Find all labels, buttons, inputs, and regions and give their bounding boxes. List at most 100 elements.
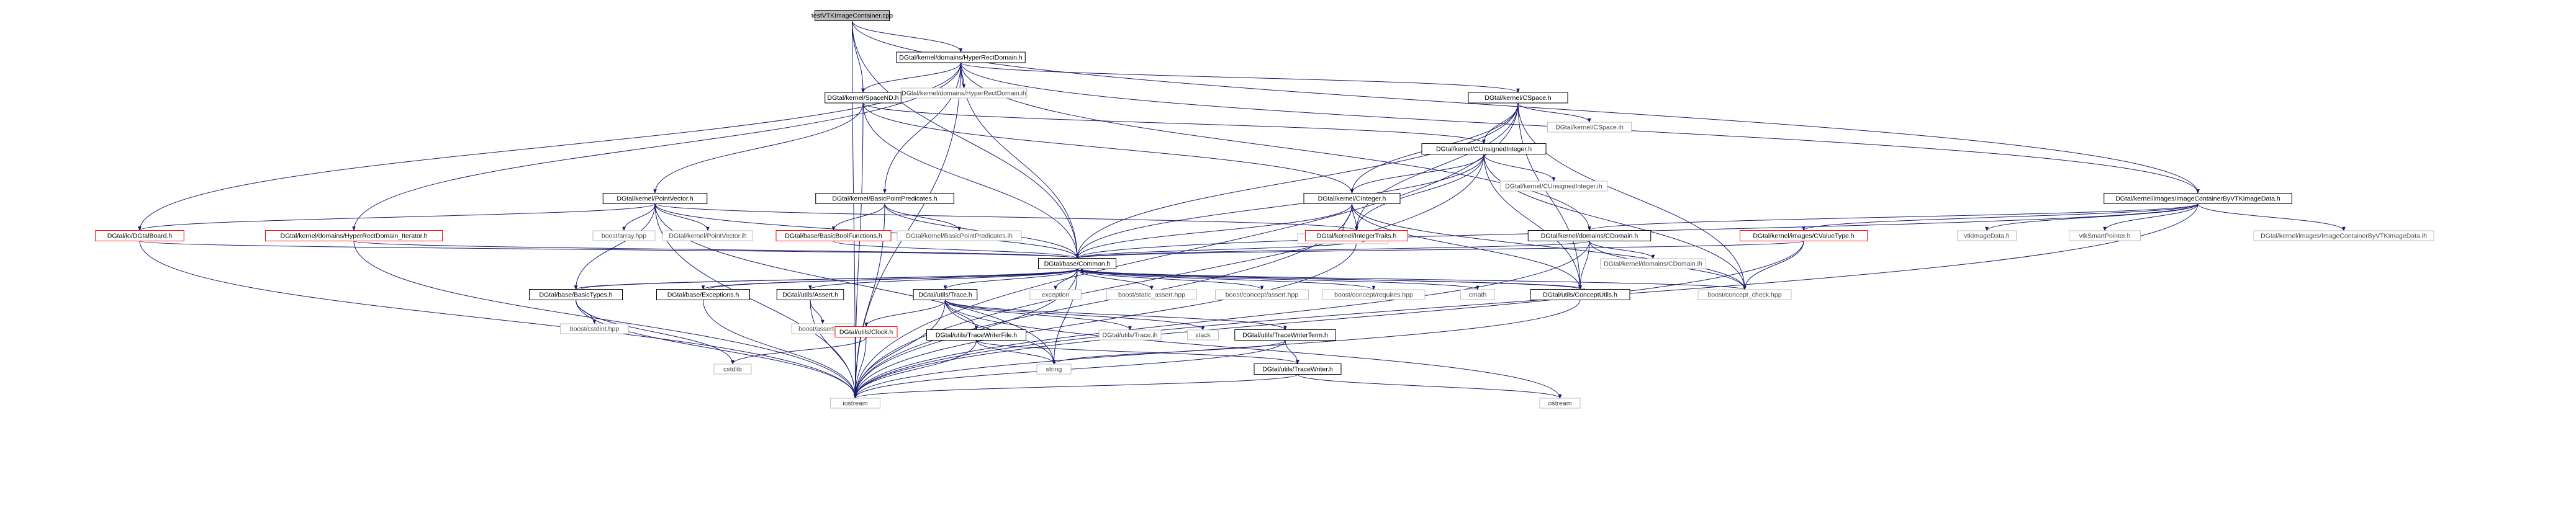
edge-cvaluetype-to-conceptcheck: [1743, 241, 1804, 290]
edge-board-to-iostream: [139, 241, 857, 399]
edge-pointvec-to-board: [138, 203, 656, 231]
node-inttraits[interactable]: DGtal/kernel/IntegerTraits.h: [1305, 230, 1408, 241]
edge-cvaluetype-to-common: [1075, 241, 1804, 259]
node-label-tw: DGtal/utils/TraceWriter.h: [1262, 366, 1333, 373]
edge-cuint-to-cint: [1350, 154, 1485, 194]
node-box-icbvtkih: [2253, 230, 2434, 241]
node-traceih: DGtal/utils/Trace.ih: [1098, 329, 1162, 341]
node-label-inttraits: DGtal/kernel/IntegerTraits.h: [1317, 233, 1397, 240]
node-spacend[interactable]: DGtal/kernel/SpaceND.h: [825, 92, 902, 104]
edge-cspace-to-common: [1075, 102, 1519, 259]
node-label-cuint: DGtal/kernel/CUnsignedInteger.h: [1436, 146, 1532, 153]
node-icbvtk[interactable]: DGtal/kernel/images/ImageContainerByVTKI…: [2104, 193, 2292, 204]
edge-common-to-staticassert: [1077, 269, 1154, 290]
node-boolfn[interactable]: DGtal/base/BasicBoolFunctions.h: [775, 230, 892, 241]
edge-cvaluetype-to-iostream: [853, 241, 1804, 399]
node-cvaluetype[interactable]: DGtal/kernel/images/CValueType.h: [1740, 230, 1868, 241]
node-label-icbvtk: DGtal/kernel/images/ImageContainerByVTKI…: [2115, 195, 2280, 203]
node-conceptutils[interactable]: DGtal/utils/ConceptUtils.h: [1530, 289, 1630, 300]
edge-pointvec-to-basictypes: [574, 203, 656, 290]
edge-bpp-to-boolfn: [831, 203, 885, 231]
node-box-pointvec: [602, 193, 708, 204]
node-label-cmath: cmath: [1469, 292, 1487, 299]
edge-common-to-trace: [943, 269, 1078, 290]
edge-inttraits-to-common: [1075, 241, 1357, 259]
node-box-spacend: [825, 92, 902, 104]
node-staticassert: boost/static_assert.hpp: [1106, 289, 1197, 300]
node-basictypes[interactable]: DGtal/base/BasicTypes.h: [529, 289, 623, 300]
node-cint[interactable]: DGtal/kernel/CInteger.h: [1303, 193, 1401, 204]
edge-exceptions-to-iostream: [703, 300, 857, 399]
node-box-vtksmart: [2069, 230, 2141, 241]
node-box-cstdlib: [713, 363, 752, 375]
edge-trace-to-ostream: [945, 300, 1562, 399]
node-box-clock: [834, 326, 898, 337]
node-common[interactable]: DGtal/base/Common.h: [1038, 258, 1116, 269]
node-cuint[interactable]: DGtal/kernel/CUnsignedInteger.h: [1421, 143, 1547, 154]
node-label-cspaceih: DGtal/kernel/CSpace.ih: [1555, 124, 1624, 132]
node-box-hrd: [896, 51, 1026, 63]
node-label-conceptutils: DGtal/utils/ConceptUtils.h: [1543, 292, 1617, 299]
node-label-pointvec: DGtal/kernel/PointVector.h: [617, 195, 693, 203]
edge-root-to-icbvtk: [852, 20, 2200, 194]
node-assert[interactable]: DGtal/utils/Assert.h: [776, 289, 844, 300]
edge-trace-to-stack: [945, 300, 1205, 331]
node-box-bpp: [815, 193, 954, 204]
node-box-traceih: [1098, 329, 1162, 341]
edge-assert-to-iostream: [810, 300, 857, 399]
node-cdomain[interactable]: DGtal/kernel/domains/CDomain.h: [1527, 230, 1652, 241]
node-exceptions[interactable]: DGtal/base/Exceptions.h: [656, 289, 750, 300]
edge-trace-to-twterm: [945, 300, 1287, 331]
node-hrditer[interactable]: DGtal/kernel/domains/HyperRectDomain_Ite…: [265, 230, 443, 241]
node-hrd[interactable]: DGtal/kernel/domains/HyperRectDomain.h: [896, 51, 1026, 63]
node-pointvec[interactable]: DGtal/kernel/PointVector.h: [602, 193, 708, 204]
node-cspace[interactable]: DGtal/kernel/CSpace.h: [1468, 92, 1568, 104]
node-label-bpp: DGtal/kernel/BasicPointPredicates.h: [832, 195, 937, 203]
edge-twfile-to-iostream: [853, 340, 977, 399]
node-stack: stack: [1187, 329, 1219, 341]
node-label-cvaluetype: DGtal/kernel/images/CValueType.h: [1753, 233, 1854, 240]
node-label-assert: DGtal/utils/Assert.h: [782, 292, 838, 299]
node-tw[interactable]: DGtal/utils/TraceWriter.h: [1254, 363, 1342, 375]
node-box-cint: [1303, 193, 1401, 204]
edge-hrd-to-board: [138, 62, 961, 231]
node-box-icbvtk: [2104, 193, 2292, 204]
edge-basictypes-to-cstdlib: [576, 300, 734, 365]
edge-pointvec-to-inttraits: [654, 203, 1358, 231]
node-box-trace: [913, 289, 978, 300]
edge-cspace-to-inttraits: [1355, 102, 1519, 231]
node-string: string: [1036, 363, 1072, 375]
node-bpp[interactable]: DGtal/kernel/BasicPointPredicates.h: [815, 193, 954, 204]
node-vtksmart: vtkSmartPointer.h: [2069, 230, 2141, 241]
node-iostream: iostream: [830, 398, 880, 409]
node-board[interactable]: DGtal/io/DGtalBoard.h: [95, 230, 184, 241]
node-icbvtkih: DGtal/kernel/images/ImageContainerByVTKI…: [2253, 230, 2434, 241]
edge-cspace-to-cspaceih: [1517, 102, 1591, 123]
node-twfile[interactable]: DGtal/utils/TraceWriterFile.h: [926, 329, 1026, 341]
node-root[interactable]: testVTKImageContainer.cpp: [811, 10, 893, 21]
node-twterm[interactable]: DGtal/utils/TraceWriterTerm.h: [1234, 329, 1336, 341]
node-box-conceptutils: [1530, 289, 1630, 300]
edge-twfile-to-string: [976, 340, 1056, 365]
node-trace[interactable]: DGtal/utils/Trace.h: [913, 289, 978, 300]
node-box-iostream: [830, 398, 880, 409]
edge-root-to-spacend: [852, 20, 865, 93]
node-label-vtksmart: vtkSmartPointer.h: [2079, 233, 2131, 240]
node-clock[interactable]: DGtal/utils/Clock.h: [834, 326, 898, 337]
node-label-cdomainih: DGtal/kernel/domains/CDomain.ih: [1604, 261, 1702, 268]
edge-basictypes-to-common: [581, 268, 1084, 290]
node-box-conceptassert: [1215, 289, 1309, 300]
node-box-cvaluetype: [1740, 230, 1868, 241]
node-label-cint: DGtal/kernel/CInteger.h: [1318, 195, 1386, 203]
node-box-root: [815, 10, 890, 21]
node-label-spacend: DGtal/kernel/SpaceND.h: [828, 94, 899, 102]
edge-root-to-hrd: [852, 20, 963, 53]
node-label-bppih: DGtal/kernel/BasicPointPredicates.ih: [906, 233, 1013, 240]
node-conceptcheck: boost/concept_check.hpp: [1697, 289, 1792, 300]
node-box-assert: [776, 289, 844, 300]
node-vtkimagedata: vtkImageData.h: [1957, 230, 2017, 241]
node-label-cstdlib: cstdlib: [723, 366, 742, 373]
edge-twfile-to-tw: [976, 340, 1299, 365]
node-label-cdomain: DGtal/kernel/domains/CDomain.h: [1541, 233, 1638, 240]
edge-clock-to-iostream: [853, 337, 867, 399]
